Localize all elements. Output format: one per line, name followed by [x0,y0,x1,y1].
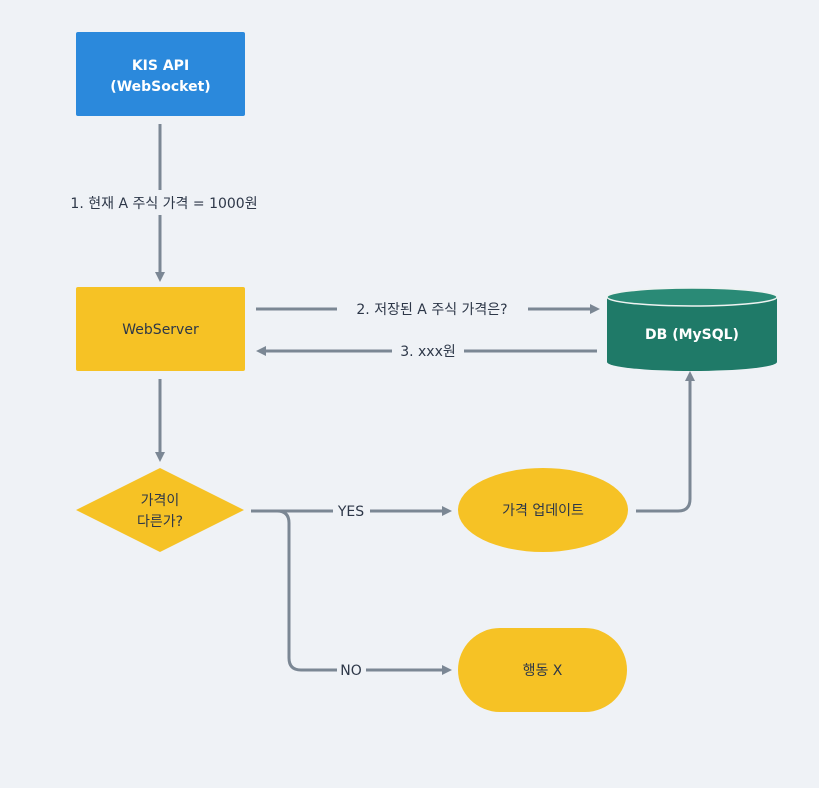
update-label: 가격 업데이트 [502,503,584,519]
edge-label-bg-no [337,660,366,682]
node-db: DB (MySQL) [606,287,778,371]
kis-api-box [76,32,245,116]
node-decision: 가격이 다른가? [76,468,244,552]
db-cylinder-body [607,288,777,371]
node-no-action: 행동 X [458,628,627,712]
webserver-label: WebServer [122,322,199,338]
edge-label-no: NO [340,663,362,679]
edge-label-yes: YES [337,504,364,520]
edge-label-bg-query [337,296,528,321]
webserver-box [76,287,245,371]
edge-label-api-to-webserver: 1. 현재 A 주식 가격 = 1000원 [70,196,257,212]
edge-labels: 1. 현재 A 주식 가격 = 1000원 2. 저장된 A 주식 가격은? 3… [57,190,528,682]
edge-update-to-db [636,371,695,513]
db-cylinder-top [606,287,778,307]
edge-label-bg-response [392,339,464,364]
decision-diamond [76,468,244,552]
decision-line-1: 가격이 [141,493,180,509]
edge-label-bg-yes [333,500,370,522]
kis-api-line-2: (WebSocket) [110,79,210,95]
update-ellipse [458,468,628,552]
node-kis-api: KIS API (WebSocket) [76,32,245,116]
node-webserver: WebServer [76,287,245,371]
decision-line-2: 다른가? [137,514,183,530]
edge-decision-to-no-action [251,509,452,675]
no-action-label: 행동 X [523,663,563,679]
kis-api-line-1: KIS API [132,58,189,74]
edge-label-db-to-webserver: 3. xxx원 [400,344,456,360]
node-update: 가격 업데이트 [458,468,628,552]
edge-label-webserver-to-db: 2. 저장된 A 주식 가격은? [356,302,507,318]
no-action-pill [458,628,627,712]
db-label: DB (MySQL) [645,327,739,343]
edge-label-bg-api [57,190,270,215]
